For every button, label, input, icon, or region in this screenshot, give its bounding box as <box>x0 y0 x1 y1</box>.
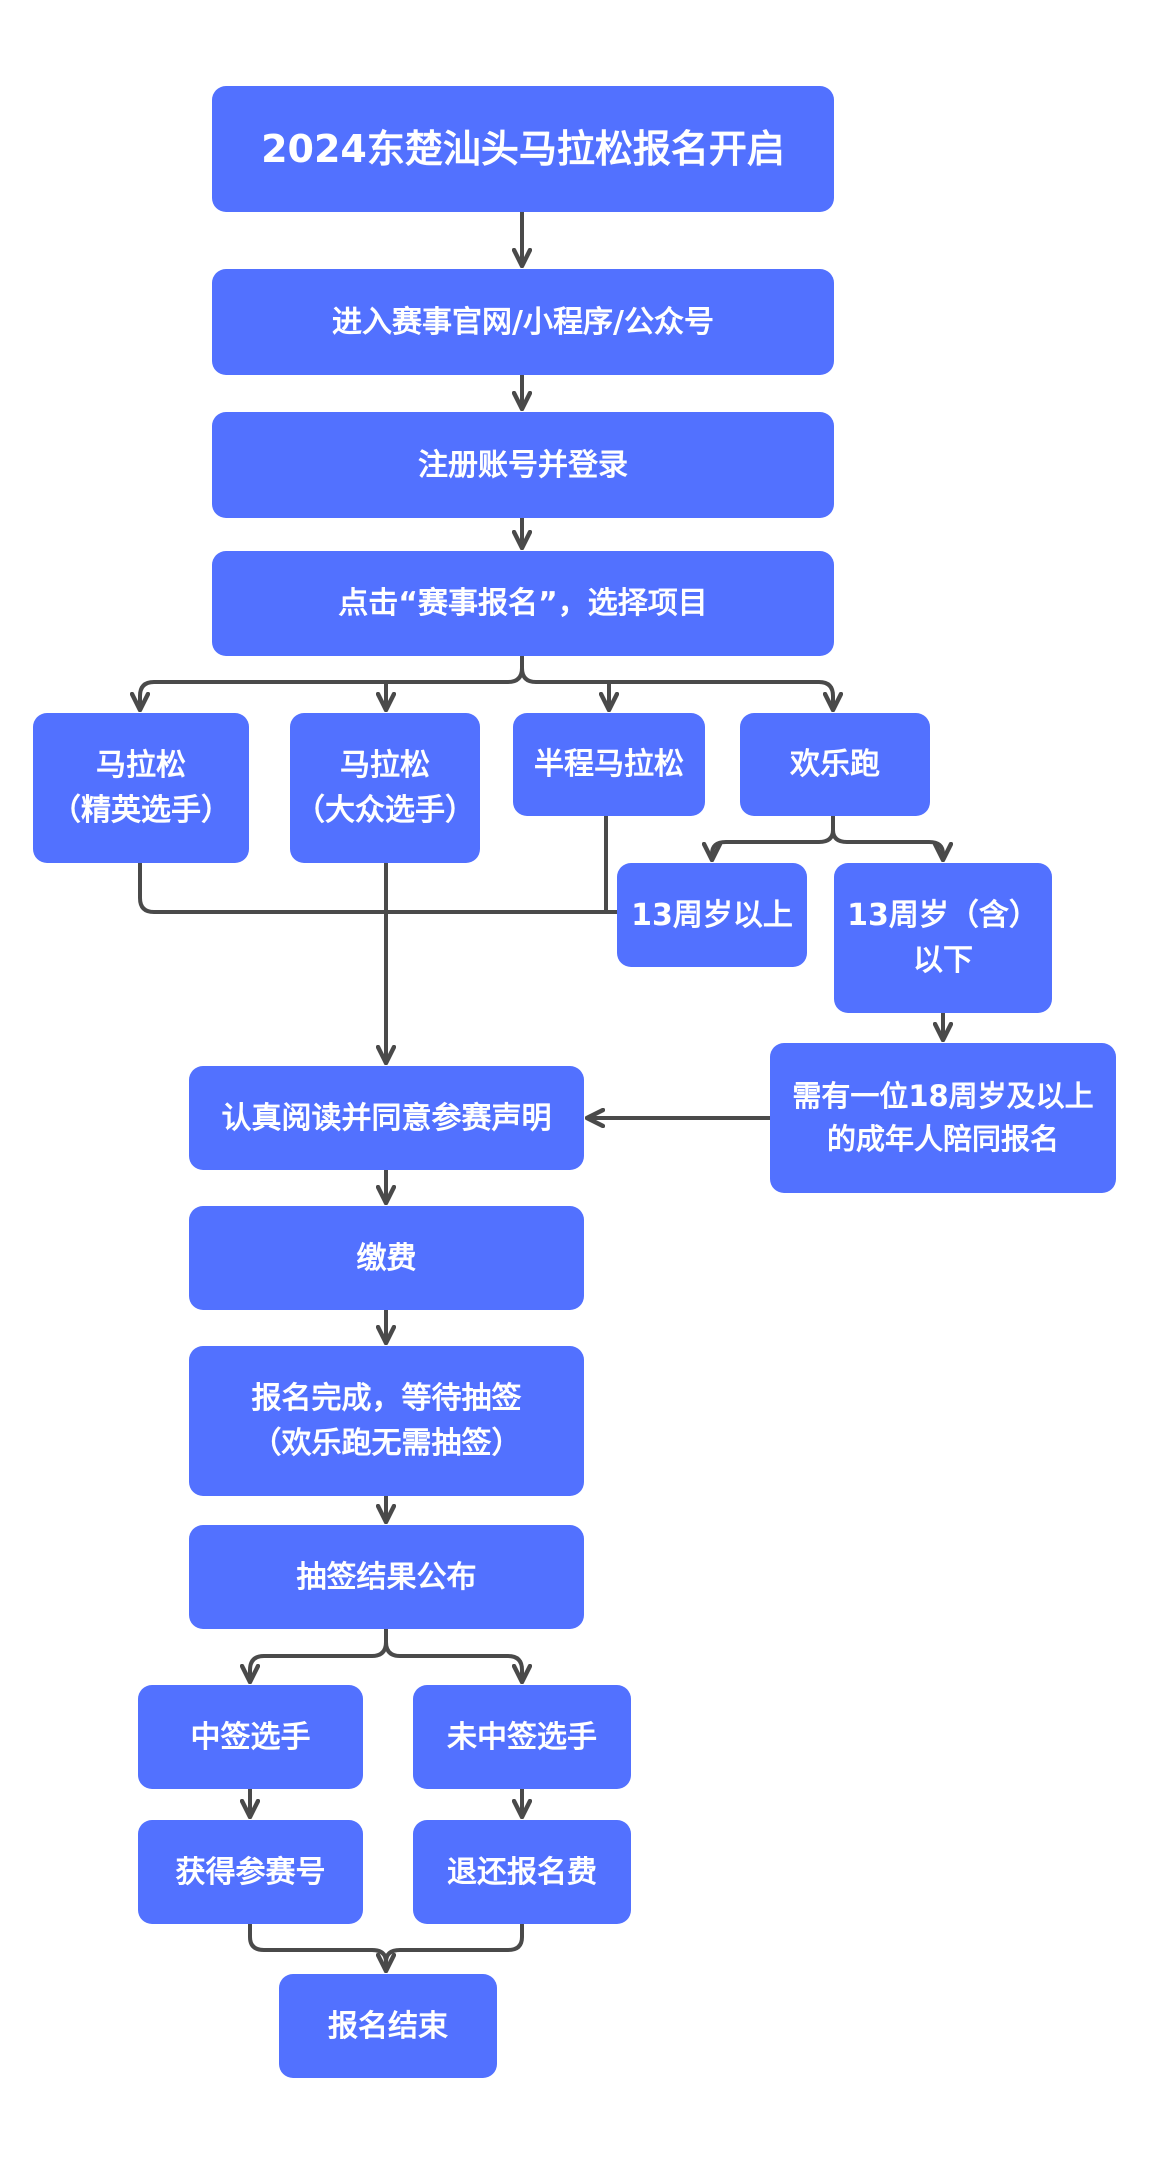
node-label-line2: （大众选手） <box>295 793 475 828</box>
merge-refund <box>384 1922 524 1964</box>
node-registration-open: 2024东楚汕头马拉松报名开启 <box>212 86 834 212</box>
node-payment: 缴费 <box>189 1206 584 1310</box>
draw-split-left <box>250 1627 388 1684</box>
node-adult-guardian-required: 需有一位18周岁及以上 的成年人陪同报名 <box>770 1043 1116 1193</box>
draw-split-right <box>384 1640 522 1684</box>
node-label: 获得参赛号 <box>175 1854 326 1890</box>
fun-split <box>712 814 835 862</box>
node-label-line1: 13周岁（含） <box>847 898 1039 933</box>
node-label-line1: 需有一位18周岁及以上 <box>792 1078 1094 1113</box>
merge-elite <box>138 861 619 914</box>
node-age-over-13: 13周岁以上 <box>617 863 807 967</box>
node-label-line2: 以下 <box>913 943 973 978</box>
node-age-13-and-under: 13周岁（含） 以下 <box>834 863 1052 1013</box>
node-selected-runner: 中签选手 <box>138 1685 363 1789</box>
node-get-bib-number: 获得参赛号 <box>138 1820 363 1924</box>
node-half-marathon: 半程马拉松 <box>513 713 705 816</box>
branch-bar-right <box>520 666 833 712</box>
node-lottery-results: 抽签结果公布 <box>189 1525 584 1629</box>
node-enter-official-site: 进入赛事官网/小程序/公众号 <box>212 269 834 375</box>
node-label: 注册账号并登录 <box>418 447 628 483</box>
node-label: 缴费 <box>356 1240 417 1276</box>
node-label: 未中签选手 <box>447 1719 597 1755</box>
node-marathon-elite: 马拉松 （精英选手） <box>33 713 249 863</box>
node-label: 2024东楚汕头马拉松报名开启 <box>261 126 785 171</box>
node-refund-fee: 退还报名费 <box>413 1820 631 1924</box>
node-marathon-public: 马拉松 （大众选手） <box>290 713 480 863</box>
node-label: 退还报名费 <box>447 1854 597 1890</box>
fun-split-right <box>831 828 943 862</box>
node-label: 抽签结果公布 <box>296 1559 477 1595</box>
branch-bar-left <box>140 666 524 712</box>
node-label: 进入赛事官网/小程序/公众号 <box>332 304 714 340</box>
node-label: 中签选手 <box>190 1719 311 1755</box>
node-not-selected-runner: 未中签选手 <box>413 1685 631 1789</box>
node-label: 13周岁以上 <box>631 897 793 933</box>
node-label-line1: 马拉松 <box>96 748 186 783</box>
node-label: 报名结束 <box>328 2008 448 2044</box>
merge-bib <box>248 1922 386 1973</box>
node-label: 欢乐跑 <box>790 747 880 782</box>
node-label: 认真阅读并同意参赛声明 <box>221 1100 552 1136</box>
node-label-line2: （欢乐跑无需抽签） <box>251 1426 522 1461</box>
node-select-event: 点击“赛事报名”，选择项目 <box>212 551 834 656</box>
node-label: 半程马拉松 <box>534 747 684 782</box>
node-registration-end: 报名结束 <box>279 1974 497 2078</box>
node-fun-run: 欢乐跑 <box>740 713 930 816</box>
node-read-declaration: 认真阅读并同意参赛声明 <box>189 1066 584 1170</box>
node-label-line2: （精英选手） <box>51 793 231 828</box>
node-register-and-login: 注册账号并登录 <box>212 412 834 518</box>
node-label-line1: 马拉松 <box>340 748 430 783</box>
node-label: 点击“赛事报名”，选择项目 <box>338 586 708 621</box>
node-registration-complete: 报名完成，等待抽签 （欢乐跑无需抽签） <box>189 1346 584 1496</box>
node-label-line2: 的成年人陪同报名 <box>826 1122 1059 1156</box>
node-label-line1: 报名完成，等待抽签 <box>251 1381 522 1416</box>
